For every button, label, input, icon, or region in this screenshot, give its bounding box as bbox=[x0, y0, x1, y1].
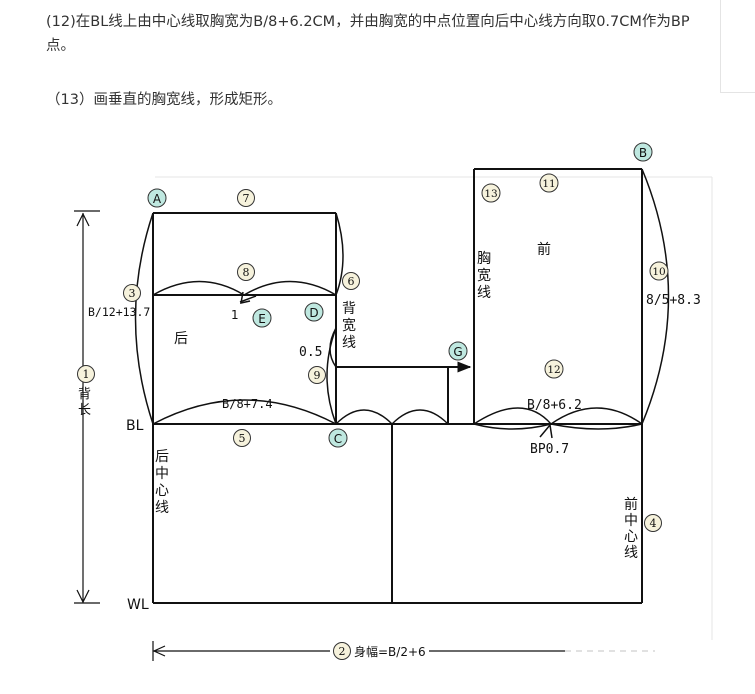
circle-markers: A B C D E G 1 2 3 4 5 6 7 8 9 10 11 12 bbox=[77, 142, 669, 660]
label-b12: B/12+13.7 bbox=[88, 305, 150, 319]
label-front-center-v3: 心 bbox=[624, 529, 638, 545]
label-back-width-v1: 背 bbox=[342, 301, 356, 317]
marker-e: E bbox=[258, 312, 266, 326]
label-back-center-v3: 心 bbox=[155, 483, 169, 499]
marker-c: C bbox=[334, 432, 342, 446]
label-back-width-v2: 宽 bbox=[342, 317, 356, 334]
label-1: 1 bbox=[231, 308, 239, 322]
label-back-center-v4: 线 bbox=[155, 500, 169, 516]
diagram-labels: BL WL 后 前 B/12+13.7 B/8+7.4 B/8+6.2 8/5+… bbox=[78, 241, 701, 659]
bp-curve bbox=[473, 423, 552, 430]
label-front-center-v4: 线 bbox=[624, 545, 638, 561]
marker-13: 13 bbox=[484, 188, 497, 200]
label-back-panel: 后 bbox=[174, 331, 188, 347]
arc-10 bbox=[641, 168, 670, 425]
arc-b8-74 bbox=[152, 399, 337, 425]
marker-11: 11 bbox=[542, 178, 555, 190]
arc-8 bbox=[152, 280, 337, 296]
arc-3 bbox=[134, 212, 154, 425]
label-0-5: 0.5 bbox=[299, 345, 322, 360]
label-back-width-v3: 线 bbox=[342, 335, 356, 351]
marker-4: 4 bbox=[650, 517, 657, 530]
marker-8: 8 bbox=[243, 266, 250, 279]
label-front-center-v2: 中 bbox=[624, 513, 638, 529]
label-back-center-v2: 中 bbox=[155, 466, 169, 482]
label-chest-width-v2: 宽 bbox=[477, 267, 491, 284]
marker-d: D bbox=[309, 306, 318, 320]
label-chest-width-v1: 胸 bbox=[477, 251, 491, 267]
label-b8-74: B/8+7.4 bbox=[222, 397, 273, 411]
marker-2: 2 bbox=[339, 645, 346, 658]
label-back-length-v2: 长 bbox=[78, 403, 91, 418]
label-wl: WL bbox=[127, 597, 149, 613]
side-panel-edge bbox=[720, 0, 755, 93]
marker-10: 10 bbox=[652, 266, 665, 278]
instruction-step-12: (12)在BL线上由中心线取胸宽为B/8+6.2CM，并由胸宽的中点位置向后中心… bbox=[46, 14, 690, 54]
measurement-arcs bbox=[134, 168, 670, 439]
label-front-center-v1: 前 bbox=[624, 496, 638, 513]
label-b8-62: B/8+6.2 bbox=[527, 398, 582, 413]
marker-1: 1 bbox=[83, 368, 90, 381]
arc-side-1 bbox=[335, 409, 393, 425]
marker-9: 9 bbox=[314, 369, 321, 382]
arc-6 bbox=[335, 212, 344, 296]
marker-7: 7 bbox=[243, 192, 250, 205]
label-bl: BL bbox=[126, 418, 144, 434]
label-chest-width-v3: 线 bbox=[477, 285, 491, 301]
arc-9 bbox=[326, 327, 337, 425]
marker-12: 12 bbox=[547, 364, 560, 376]
label-b5: 8/5+8.3 bbox=[646, 293, 701, 308]
instruction-step-13: （13）画垂直的胸宽线，形成矩形。 bbox=[46, 92, 282, 108]
label-body-width: 身幅=B/2+6 bbox=[354, 644, 426, 659]
marker-b: B bbox=[639, 146, 647, 160]
bp-curve-2 bbox=[550, 423, 643, 430]
marker-6: 6 bbox=[348, 275, 355, 288]
label-back-length-v1: 背 bbox=[78, 387, 91, 402]
marker-3: 3 bbox=[129, 287, 136, 300]
label-bp: BP0.7 bbox=[530, 442, 569, 457]
label-back-center-v1: 后 bbox=[155, 449, 169, 465]
marker-g: G bbox=[453, 345, 462, 359]
label-front-panel: 前 bbox=[537, 241, 551, 258]
background-lines bbox=[155, 176, 713, 640]
arc-side-2 bbox=[391, 409, 449, 425]
pattern-outline bbox=[152, 168, 643, 604]
dimension-lines bbox=[74, 210, 565, 661]
arc-d bbox=[329, 327, 337, 368]
marker-a: A bbox=[153, 192, 162, 206]
marker-5: 5 bbox=[239, 432, 246, 445]
